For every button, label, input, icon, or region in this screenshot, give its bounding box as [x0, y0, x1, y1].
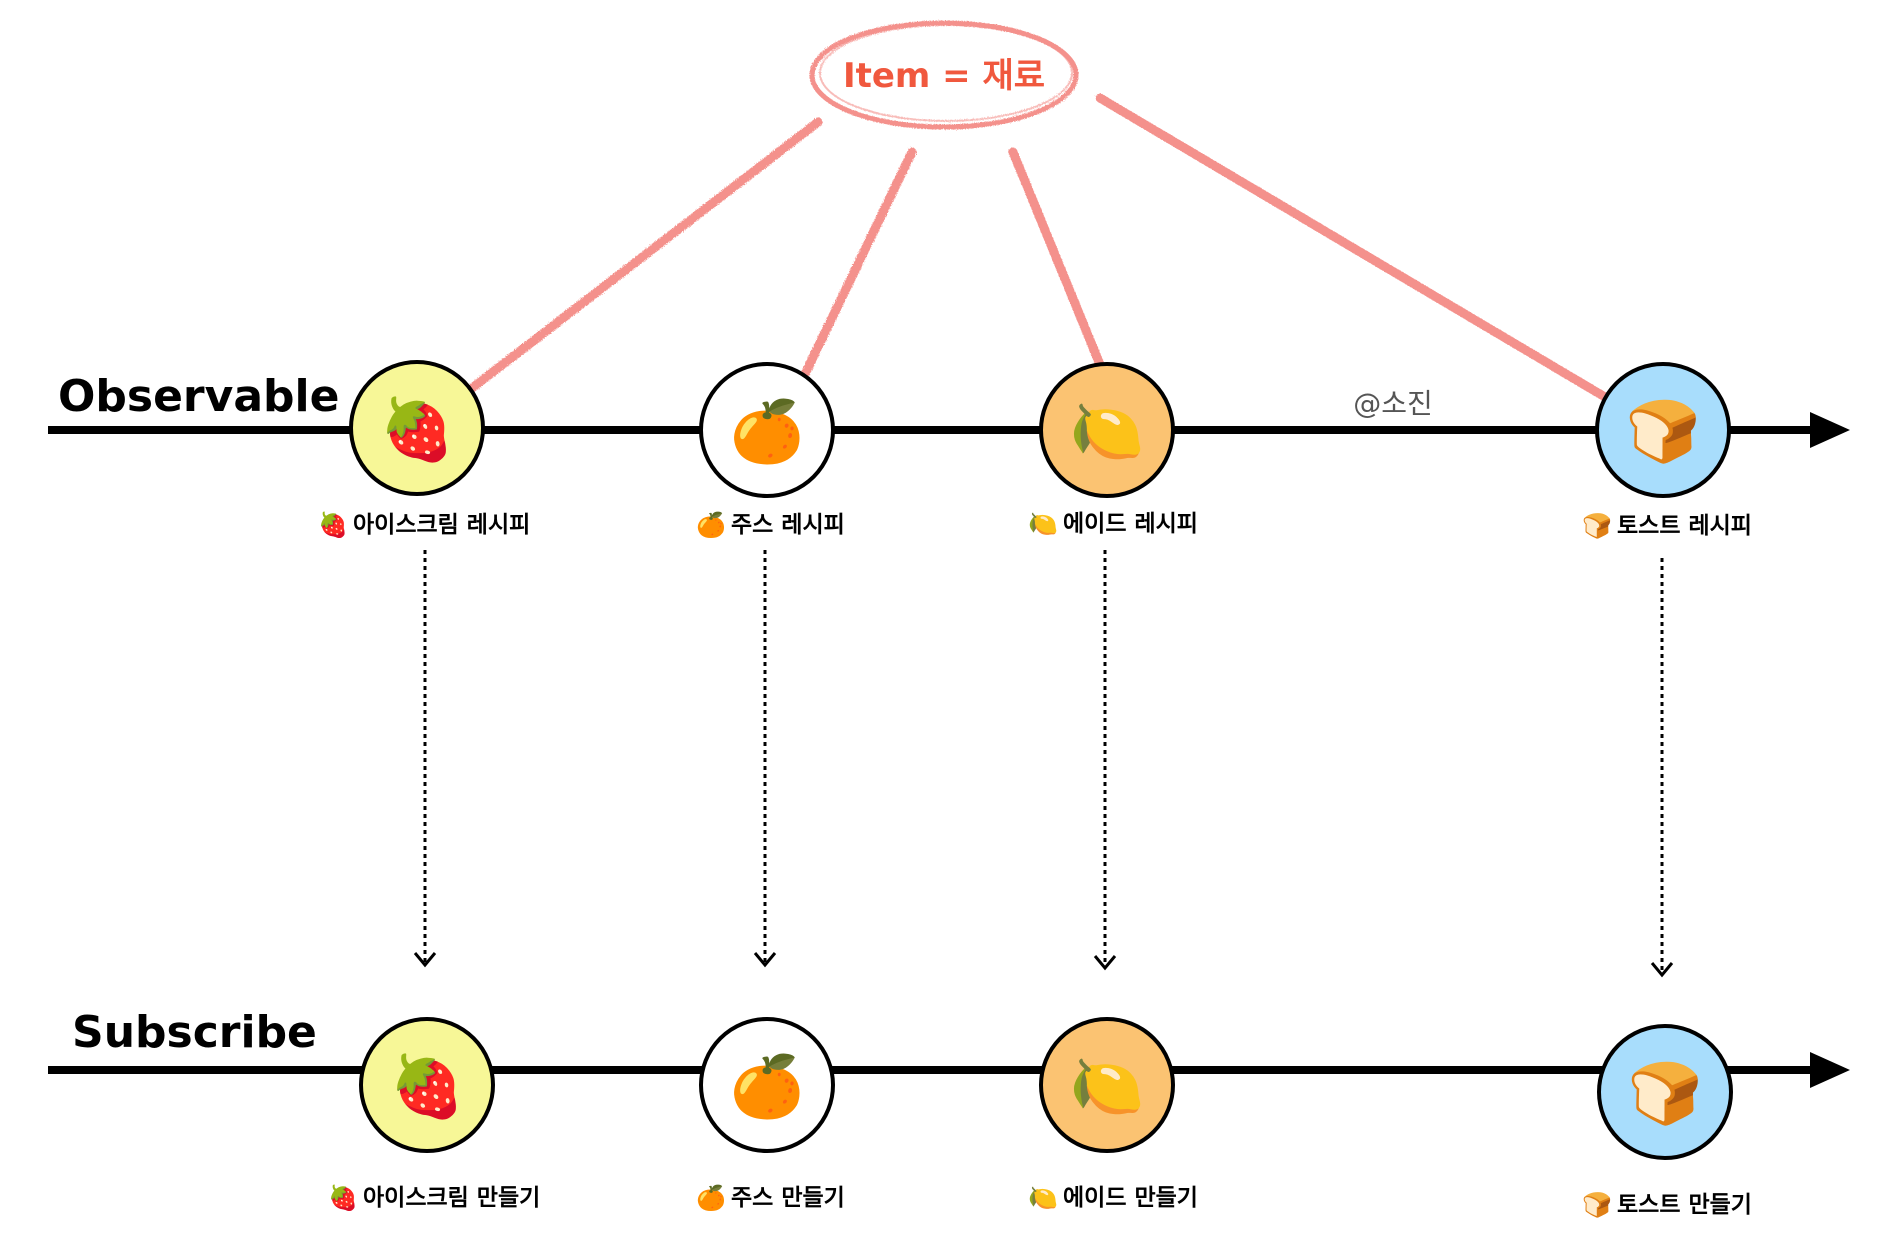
- emoji-strawberry-icon: 🍓: [328, 1184, 358, 1212]
- annotation-connector-line: [445, 117, 823, 410]
- annotation-connector-line: [785, 147, 917, 410]
- annotation-bubble: Item = 재료: [809, 20, 1079, 130]
- flow-arrowhead: [753, 952, 777, 968]
- emoji-lemon-icon: 🍋: [1028, 1184, 1058, 1212]
- subscribe-item-bread: 🍞 🍞 토스트 만들기: [1582, 1024, 1752, 1219]
- lemon-icon: 🍋: [1070, 397, 1145, 467]
- marble-circle: [1597, 1024, 1733, 1160]
- item-label: 주스 레시피: [731, 512, 845, 538]
- marble-circle: [349, 360, 485, 496]
- marble-circle: [699, 1017, 835, 1153]
- orange-icon: 🍊: [730, 397, 807, 467]
- flow-arrowhead: [1650, 962, 1674, 978]
- item-label: 에이드 레시피: [1063, 511, 1198, 537]
- observable-title: Observable: [58, 371, 339, 422]
- observable-item-orange: 🍊 🍊 주스 레시피: [696, 362, 845, 539]
- subscribe-item-strawberry: 🍓 🍓 아이스크림 만들기: [328, 1017, 540, 1212]
- subscribe-title: Subscribe: [72, 1007, 317, 1058]
- annotation-ellipse-inner: [819, 24, 1073, 122]
- observable-timeline: [48, 412, 1850, 448]
- observable-item-lemon: 🍋 🍋 에이드 레시피: [1028, 362, 1198, 538]
- item-label: 토스트 만들기: [1617, 1192, 1752, 1218]
- observable-item-bread: 🍞 🍞 토스트 레시피: [1582, 362, 1752, 540]
- subscribe-marbles: 🍓 🍓 아이스크림 만들기 🍊 🍊 주스 만들기 🍋 🍋 에이드 만들기 🍞 🍞…: [328, 1017, 1752, 1219]
- observable-item-strawberry: 🍓 🍓 아이스크림 레시피: [318, 360, 530, 539]
- item-label: 아이스크림 만들기: [363, 1185, 540, 1211]
- subscribe-arrowhead: [1810, 1052, 1850, 1088]
- annotation-connector-line: [1095, 93, 1615, 405]
- annotation-connectors: [445, 93, 1615, 410]
- annotation-ellipse: [809, 20, 1079, 130]
- annotation-connector-line: [1008, 147, 1108, 377]
- strawberry-icon: 🍓: [390, 1052, 465, 1122]
- strawberry-icon: 🍓: [380, 395, 455, 465]
- marble-circle: [1595, 362, 1731, 498]
- marble-circle: [359, 1017, 495, 1153]
- emoji-strawberry-icon: 🍓: [318, 511, 348, 539]
- marble-circle: [1039, 362, 1175, 498]
- subscribe-item-orange: 🍊 🍊 주스 만들기: [696, 1017, 845, 1212]
- observable-arrowhead: [1810, 412, 1850, 448]
- marble-circle: [1039, 1017, 1175, 1153]
- flow-arrows: [413, 550, 1674, 978]
- item-label: 토스트 레시피: [1617, 513, 1752, 539]
- annotation-text: Item = 재료: [843, 56, 1045, 96]
- item-label: 아이스크림 레시피: [353, 512, 530, 538]
- marble-circle: [699, 362, 835, 498]
- orange-icon: 🍊: [730, 1052, 807, 1122]
- lemon-icon: 🍋: [1070, 1052, 1145, 1122]
- flow-arrowhead: [413, 952, 437, 968]
- bread-icon: 🍞: [1626, 397, 1701, 467]
- item-label: 에이드 만들기: [1063, 1185, 1198, 1211]
- emoji-lemon-icon: 🍋: [1028, 510, 1058, 538]
- emoji-bread-icon: 🍞: [1582, 1191, 1612, 1219]
- subscribe-timeline: [48, 1052, 1850, 1088]
- emoji-bread-icon: 🍞: [1582, 512, 1612, 540]
- emoji-orange-icon: 🍊: [696, 1184, 727, 1212]
- emoji-orange-icon: 🍊: [696, 511, 727, 539]
- credit-text: @소진: [1353, 387, 1433, 420]
- flow-arrowhead: [1093, 955, 1117, 971]
- subscribe-item-lemon: 🍋 🍋 에이드 만들기: [1028, 1017, 1198, 1212]
- item-label: 주스 만들기: [731, 1185, 845, 1211]
- observable-marbles: 🍓 🍓 아이스크림 레시피 🍊 🍊 주스 레시피 🍋 🍋 에이드 레시피 🍞 🍞…: [318, 360, 1752, 540]
- bread-icon: 🍞: [1628, 1059, 1703, 1129]
